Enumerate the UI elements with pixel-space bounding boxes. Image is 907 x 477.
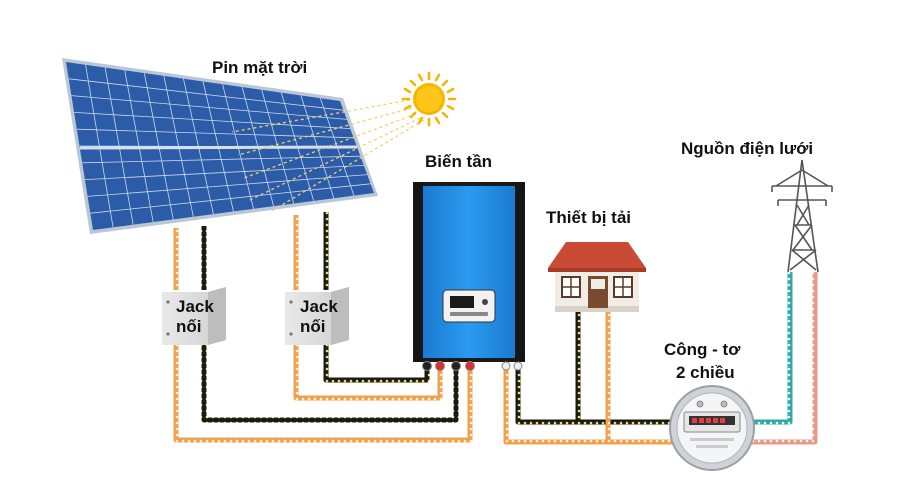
jack-box-1-label: Jack nối	[176, 297, 214, 336]
jack-box-2-label-line2: nối	[300, 316, 326, 336]
sun-rays	[231, 99, 425, 213]
terminal-ac-icon	[513, 361, 523, 371]
wire-meter-grid-teal	[752, 272, 793, 425]
label-meter-line2: 2 chiều	[676, 363, 735, 382]
inverter-unit	[413, 182, 525, 371]
wire-inverter-meter-black	[515, 368, 700, 425]
solar-panel-array	[62, 58, 378, 234]
terminal-plus-icon	[435, 361, 445, 371]
label-solar-panel: Pin mặt trời	[212, 58, 308, 77]
wire-jack2-inverter-black	[323, 340, 430, 383]
bidirectional-meter-icon	[669, 385, 755, 471]
house-icon	[548, 242, 646, 312]
label-load: Thiết bị tải	[546, 208, 631, 227]
solar-panel-divider	[79, 145, 358, 150]
wiring	[173, 212, 818, 445]
jack-box-1-label-line2: nối	[176, 316, 202, 336]
jack-box-1-label-line1: Jack	[176, 297, 214, 316]
inverter-button-icon	[482, 299, 488, 305]
wire-meter-grid-salmon	[752, 272, 818, 445]
jack-box-2-label-line1: Jack	[300, 297, 338, 316]
jack-box-1	[162, 287, 226, 345]
jack-box-2	[285, 287, 349, 345]
jack-box-2-label: Jack nối	[300, 297, 338, 336]
wire-jack1-inverter-black	[201, 340, 459, 423]
label-inverter: Biến tần	[425, 152, 493, 171]
label-meter-line1: Công - tơ	[664, 340, 741, 359]
terminal-ac-icon	[501, 361, 511, 371]
terminal-plus-icon	[465, 361, 475, 371]
label-grid: Nguồn điện lưới	[681, 139, 814, 158]
sun-icon	[401, 71, 457, 127]
inverter-terminals	[422, 361, 523, 371]
terminal-minus-icon	[422, 361, 432, 371]
wire-inverter-meter-orange	[503, 368, 700, 445]
wire-jack1-inverter-orange	[173, 340, 473, 443]
terminal-minus-icon	[451, 361, 461, 371]
inverter-display-screen	[450, 296, 474, 308]
wire-jack2-inverter-orange	[293, 340, 443, 401]
power-tower-icon	[771, 159, 833, 273]
